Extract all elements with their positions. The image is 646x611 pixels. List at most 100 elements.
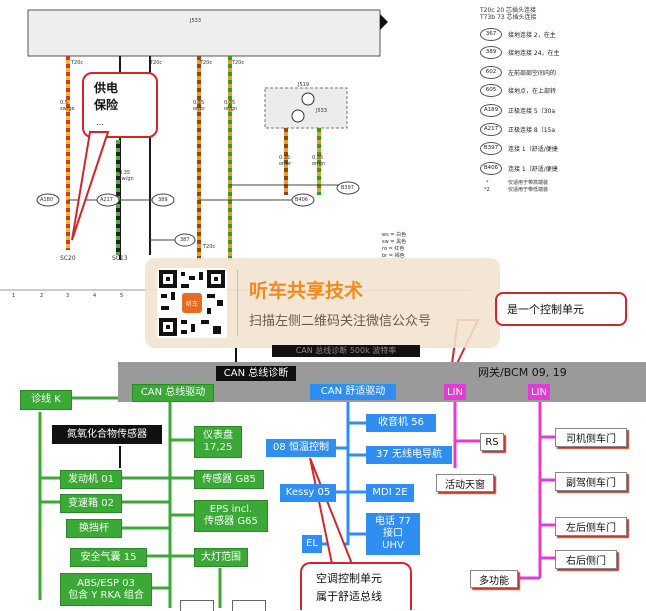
schematic-node [36, 193, 60, 207]
legend-code: B406 [480, 162, 502, 175]
wire-label: 0.35 or/br [193, 100, 206, 112]
mdi-unit: MDI 2E [366, 484, 414, 502]
schematic-module-label: J519 [298, 82, 310, 88]
schematic-node-label: A217 [100, 197, 113, 203]
wire-label: 0.5 sw/ge [60, 100, 75, 112]
connector-label: T20c [200, 60, 213, 66]
ruler-number: 2 [40, 293, 44, 299]
sensor-g85: 传感器 G85 [194, 470, 264, 489]
sunroof-module: 活动天窗 [436, 474, 494, 492]
schematic-module-label: J533 [190, 18, 202, 24]
ruler-number: 1 [12, 293, 16, 299]
legend-header-line: T20c 20 芯插头连接 [480, 7, 537, 14]
rear-right-door-module: 右后侧门 [555, 550, 617, 569]
can-drive-label: CAN 总线驱动 [132, 384, 214, 402]
legend-item: A217 正极连接 8（15a [480, 123, 555, 136]
legend-item: 605 接地点，在上部转 [480, 84, 556, 97]
schematic-module-box [27, 9, 381, 57]
schematic-drawing [0, 9, 470, 291]
ruler-number: 3 [66, 293, 70, 299]
legend-text: 左前部部空间内的 [508, 70, 557, 77]
legend-item: 602 左前部部空间内的 [480, 66, 556, 79]
schematic-node [151, 193, 175, 207]
nox-sensor-box: 氮氧化合物传感器 [52, 425, 162, 444]
gearbox-ecu: 变速箱 02 [60, 494, 122, 513]
rain-sensor: RS [480, 433, 504, 451]
wiring-schematic: J533 T20c T20c T20c T20c T20c 0.5 sw/ge … [0, 0, 470, 300]
radio-navigation: 37 无线电导航 [366, 446, 452, 464]
legend-text: 接地连接 2，在主 [508, 32, 556, 39]
connector-label: T20c [203, 244, 216, 250]
legend-panel: T20c 20 芯插头连接 T73b 73 芯插头连接 [478, 6, 646, 206]
schematic-bottom-label: SC20 [60, 255, 76, 262]
watermark-subtitle: 扫描左侧二维码关注微信公众号 [249, 314, 432, 329]
legend-text: 正极连接 5（30a [508, 108, 556, 115]
schematic-node-label: B397 [341, 185, 354, 191]
qr-pattern [159, 270, 225, 336]
power-fuse-pointer [71, 131, 110, 241]
legend-note-mark: *2 [484, 187, 490, 193]
legend-code: 367 [480, 28, 502, 41]
qr-code: 听车 [157, 268, 227, 338]
connector-label: T20c [150, 60, 163, 66]
power-fuse-callout: 供电 保险 … [82, 72, 158, 138]
connector-label: T20c [71, 60, 84, 66]
legend-note-mark: * [486, 180, 489, 186]
ac-control-callout-text: 空调控制单元 属于舒适总线 [316, 572, 382, 603]
legend-text: 连接 1（舒适/便捷 [508, 166, 558, 173]
climate-control: 08 恒温控制 [266, 439, 336, 457]
unlabeled-box-2 [232, 600, 266, 611]
phone-interface: 电话 77 接口 UHV [366, 513, 420, 555]
engine-ecu: 发动机 01 [60, 470, 122, 489]
rear-left-door-module: 左后侧车门 [555, 517, 627, 536]
headlight-range: 大灯范围 [194, 548, 248, 567]
schematic-node-label: 389 [158, 197, 168, 203]
legend-item: B397 连接 1（舒适/便捷 [480, 142, 558, 155]
legend-text: 连接 1（舒适/便捷 [508, 146, 558, 153]
legend-item: 367 接地连接 2，在主 [480, 28, 556, 41]
wire-label: 0.35 sw/gn [119, 170, 134, 182]
power-fuse-callout-text: 供电 保险 [94, 81, 119, 112]
ac-control-callout: 空调控制单元 属于舒适总线 [300, 562, 412, 610]
legend-code: 605 [480, 84, 502, 97]
can-drive-bus-bar: CAN 总线诊断 500k 波特率 [272, 345, 420, 357]
ruler-number: 4 [93, 293, 97, 299]
legend-code: B397 [480, 142, 502, 155]
qr-badge: 听车 [182, 293, 202, 313]
airbag-ecu: 安全气囊 15 [70, 548, 147, 567]
schematic-node [291, 193, 315, 207]
watermark-divider [237, 270, 238, 336]
can-comfort-label: CAN 舒适驱动 [310, 384, 396, 400]
legend-text: 接地连接 24，在主 [508, 50, 560, 57]
schematic-node-label: A180 [40, 197, 53, 203]
watermark-title: 听车共享技术 [249, 280, 364, 302]
wire-label: 0.35 or/gn [224, 100, 238, 112]
control-unit-callout-text: 是一个控制单元 [507, 303, 584, 316]
schematic-node [336, 181, 360, 195]
legend-code: 602 [480, 66, 502, 79]
driver-door-module: 司机侧车门 [555, 428, 627, 447]
wire-label: 0.35 or/gn [312, 155, 326, 167]
legend-text: 接地点，在上部转 [508, 88, 557, 95]
color-legend-item: br = 褐色 [382, 253, 405, 259]
instrument-cluster: 仪表盘 17,25 [194, 426, 242, 458]
diag-line-k: 诊线 K [20, 390, 72, 410]
color-legend-item: sw = 黑色 [382, 239, 407, 245]
power-fuse-callout-dots: … [96, 118, 104, 127]
gateway-title: 网关/BCM 09, 19 [478, 366, 567, 379]
legend-note: 仅适用于带高端装 [508, 180, 549, 186]
wire-label: 0.35 or/br [279, 155, 292, 167]
legend-item: B406 连接 1（舒适/便捷 [480, 162, 558, 175]
legend-note: 仅适用于带低端装 [508, 187, 549, 193]
legend-header-line: T73b 73 芯插头连接 [480, 14, 537, 21]
legend-code: A217 [480, 123, 502, 136]
ruler-number: 5 [120, 293, 124, 299]
schematic-module-label: J533 [316, 108, 328, 114]
lin-label-1: LIN [444, 384, 466, 400]
multifunction-module: 多功能 [470, 570, 518, 588]
legend-text: 正极连接 8（15a [508, 127, 556, 134]
color-legend-item: ws = 白色 [382, 232, 407, 238]
schematic-bottom-label: SC13 [112, 255, 128, 262]
